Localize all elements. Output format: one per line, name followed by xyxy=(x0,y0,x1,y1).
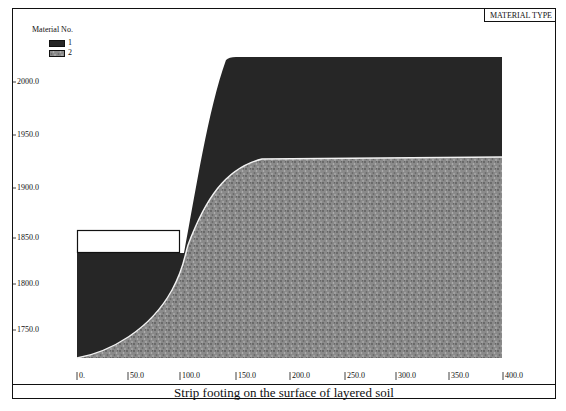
strip-footing xyxy=(78,231,180,253)
y-axis-value: 2000.0 xyxy=(17,78,39,86)
figure-caption: Strip footing on the surface of layered … xyxy=(174,386,394,399)
box-title: MATERIAL TYPE xyxy=(490,12,550,20)
material-2-region xyxy=(77,157,502,358)
x-axis-value: 50.0 xyxy=(130,372,144,380)
layer-boundary xyxy=(77,157,502,358)
legend-swatch xyxy=(49,40,65,47)
x-axis-value: 100.0 xyxy=(182,372,200,380)
x-axis-value: 0. xyxy=(79,372,85,380)
legend-label: 1 xyxy=(68,39,72,47)
x-axis-value: 250.0 xyxy=(347,372,365,380)
y-axis-value: 1800.0 xyxy=(17,280,39,288)
title-box: MATERIAL TYPE xyxy=(484,8,556,22)
y-axis-value: 1950.0 xyxy=(17,131,39,139)
legend-pattern-swatch xyxy=(50,51,65,57)
legend-label: 2 xyxy=(68,49,72,57)
x-axis-value: 400.0 xyxy=(505,372,523,380)
x-axis-ticks xyxy=(77,372,503,380)
x-axis-value: 300.0 xyxy=(398,372,416,380)
y-axis-value: 1750.0 xyxy=(17,326,39,334)
x-axis-value: 350.0 xyxy=(451,372,469,380)
y-axis-value: 1850.0 xyxy=(17,234,39,242)
material-1-region xyxy=(77,57,502,358)
y-axis-ticks xyxy=(12,82,16,330)
legend-heading: Material No. xyxy=(32,26,73,34)
x-axis-value: 200.0 xyxy=(292,372,310,380)
x-axis-value: 150.0 xyxy=(238,372,256,380)
outer-frame xyxy=(13,9,556,399)
y-axis-value: 1900.0 xyxy=(17,184,39,192)
